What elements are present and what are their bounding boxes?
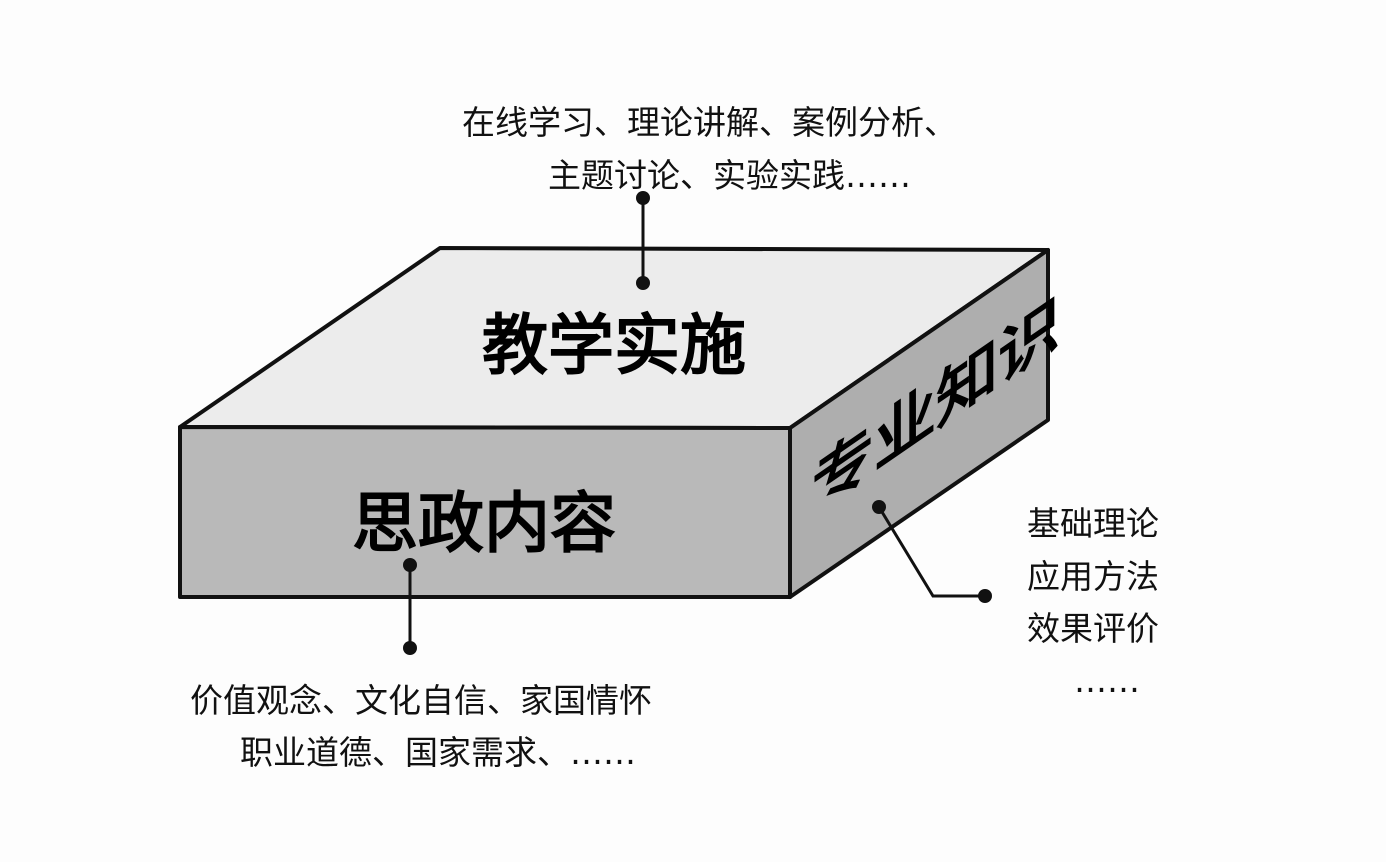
side-annotation-line-1: 基础理论 [1027, 504, 1159, 543]
side-connector-dot-lower [978, 589, 992, 603]
side-annotation-line-3: 效果评价 [1027, 609, 1159, 648]
front-face-label: 思政内容 [352, 485, 616, 562]
front-connector-dot-lower [403, 641, 417, 655]
front-connector-dot-upper [403, 558, 417, 572]
side-annotation-line-2: 应用方法 [1027, 557, 1159, 596]
top-face-label: 教学实施 [482, 307, 746, 384]
side-annotation-line-4: …… [1074, 661, 1140, 700]
top-annotation-line-1: 在线学习、理论讲解、案例分析、 [462, 103, 957, 142]
top-connector-dot-upper [636, 191, 650, 205]
front-annotation-line-1: 价值观念、文化自信、家国情怀 [190, 681, 652, 720]
side-face [788, 248, 1050, 599]
top-annotation-line-2: 主题讨论、实验实践…… [548, 156, 911, 195]
front-annotation-line-2: 职业道德、国家需求、…… [240, 733, 636, 772]
side-connector-line [877, 506, 985, 598]
top-connector-dot-lower [636, 276, 650, 290]
side-connector-dot-upper [872, 500, 886, 514]
